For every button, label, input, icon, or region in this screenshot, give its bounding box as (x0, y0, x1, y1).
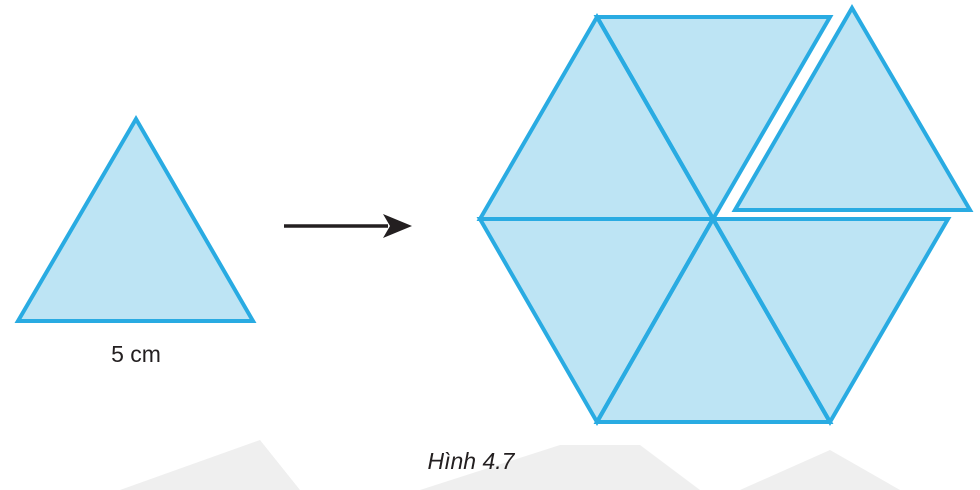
transform-arrow (284, 214, 412, 238)
watermark-shape-middle (420, 445, 700, 490)
watermark (120, 440, 900, 490)
figure-caption: Hình 4.7 (428, 448, 516, 474)
side-length-label: 5 cm (111, 341, 161, 367)
hexagon-assembly (476, 4, 974, 427)
watermark-shape-left (120, 440, 300, 490)
hexagon-piece-detached (731, 4, 974, 212)
single-triangle (14, 115, 257, 323)
arrow-head (383, 214, 412, 238)
watermark-shape-right (740, 450, 900, 490)
hexagon-diagonal-rising (595, 218, 715, 423)
